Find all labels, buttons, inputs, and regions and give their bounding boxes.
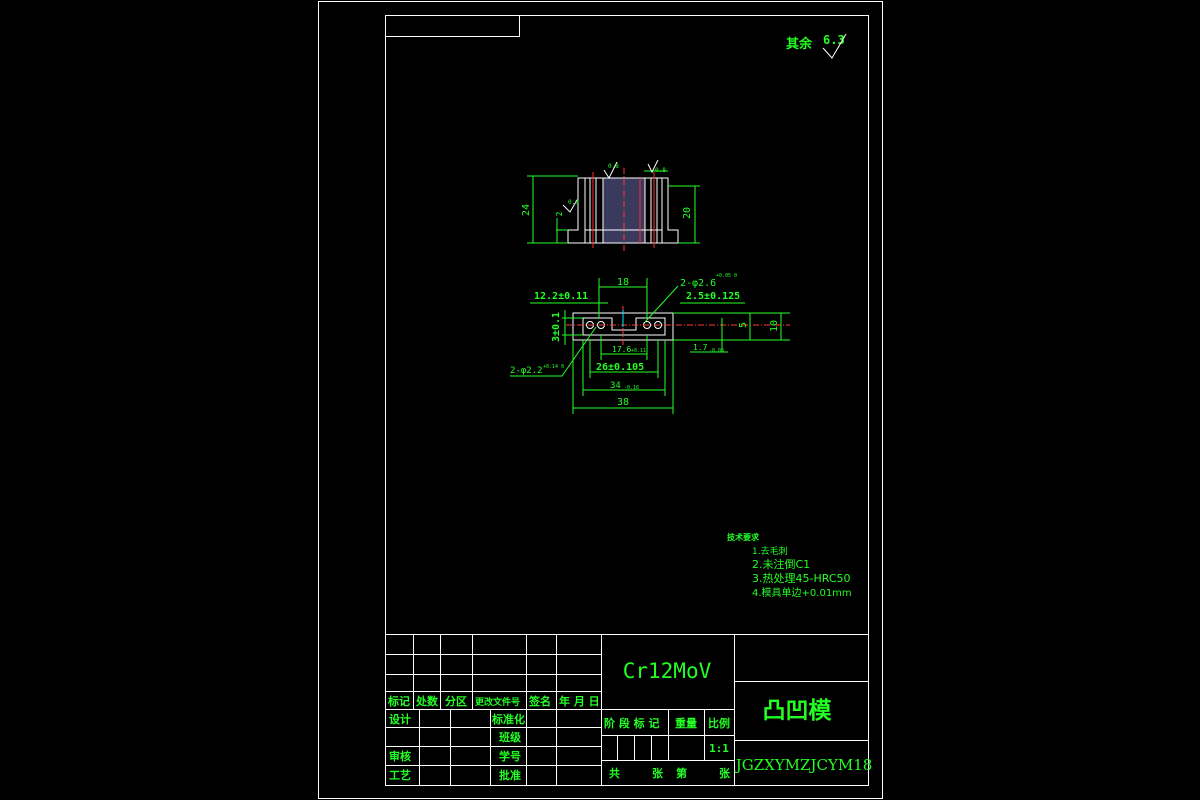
dim-2-phi-2-2: 2-φ2.2 [510,366,543,376]
roughness-value: 6.3 [823,33,845,47]
tech-note-2: 2.未注倒C1 [752,557,810,571]
dim-12-2: 12.2±0.11 [534,291,588,302]
section-hatch [603,178,645,243]
label-class: 班级 [499,730,522,744]
material: Cr12MoV [623,659,712,683]
roughness-side: 0.8 [568,199,579,206]
dim-2-phi-2-2-tol: +0.14 0 [543,364,564,370]
dim-17-6: 17.6 [612,345,631,354]
technical-requirements: 技术要求 1.去毛刺 2.未注倒C1 3.热处理45-HRC50 4.模具单边+… [727,532,852,599]
dim-step: 2 [555,211,564,216]
roughness-prefix: 其余 [786,36,813,52]
label-student-no: 学号 [499,749,521,763]
drawing-number: JGZXYMZJCYM18 [734,756,873,774]
dim-34-tol: -0.16 [624,385,639,391]
header-label-signature: 签名 [528,694,551,708]
tech-note-4: 4.模具单边+0.01mm [752,587,852,599]
label-stage-mark: 阶 段 标 记 [604,716,660,730]
roughness-symbol: 其余 6.3 [786,33,847,59]
dim-38: 38 [617,397,629,408]
part-name: 凸凹模 [763,698,833,724]
roughness-top: 0.8 [608,163,619,170]
dim-overall-height: 24 [521,204,532,216]
tech-notes-title: 技术要求 [727,532,760,542]
header-label-date: 年 月 日 [559,694,600,708]
label-sheets-2: 张 [719,766,731,780]
outer-border [318,1,883,799]
dim-2-5: 2.5±0.125 [686,291,740,302]
dim-26: 26±0.105 [596,362,644,373]
code-box [385,15,520,37]
inner-frame [385,15,869,786]
label-weight: 重量 [675,716,697,730]
label-standardization: 标准化 [491,712,525,726]
tech-note-1: 1.去毛刺 [752,545,788,557]
dim-1-7-tol: -0.06 [709,348,724,354]
scale: 1:1 [709,742,729,755]
dim-body-height: 20 [682,207,693,219]
label-design: 设计 [389,712,411,726]
front-view: 24 2 20 0.8 0.8 0.8 [521,159,700,252]
title-block: 标记 处数 分区 更改文件号 签名 年 月 日 设计 标准化 班级 审核 学号 … [385,634,873,786]
label-total: 共 [609,766,620,780]
dim-1-7: 1.7 [693,343,708,352]
header-label-mark: 标记 [387,694,410,708]
dim-18: 18 [617,277,629,288]
tech-note-3: 3.热处理45-HRC50 [752,572,851,585]
dim-10: 10 [769,320,780,332]
header-label-count: 处数 [415,694,439,708]
label-sheets: 张 [652,766,664,780]
dim-3: 3±0.1 [551,312,562,342]
header-label-change-doc: 更改文件号 [475,696,520,708]
label-ratio: 比例 [708,716,730,730]
label-process: 工艺 [389,768,411,782]
dim-34: 34 [610,381,621,391]
dim-2-phi-2-6: 2-φ2.6 [680,278,716,289]
dim-5: 5 [738,322,749,328]
dim-17-6-tol: +0.11 [631,348,646,354]
roughness-small: 0.8 [655,167,666,174]
label-sheet-no: 第 [676,766,687,780]
dim-2-phi-2-6-tol: +0.05 0 [716,273,737,279]
top-view: 18 12.2±0.11 2-φ2.6 +0.05 0 2.5±0.125 5 … [510,273,790,414]
label-approve: 批准 [499,768,521,782]
label-review: 审核 [389,749,411,763]
header-label-zone: 分区 [445,694,467,708]
